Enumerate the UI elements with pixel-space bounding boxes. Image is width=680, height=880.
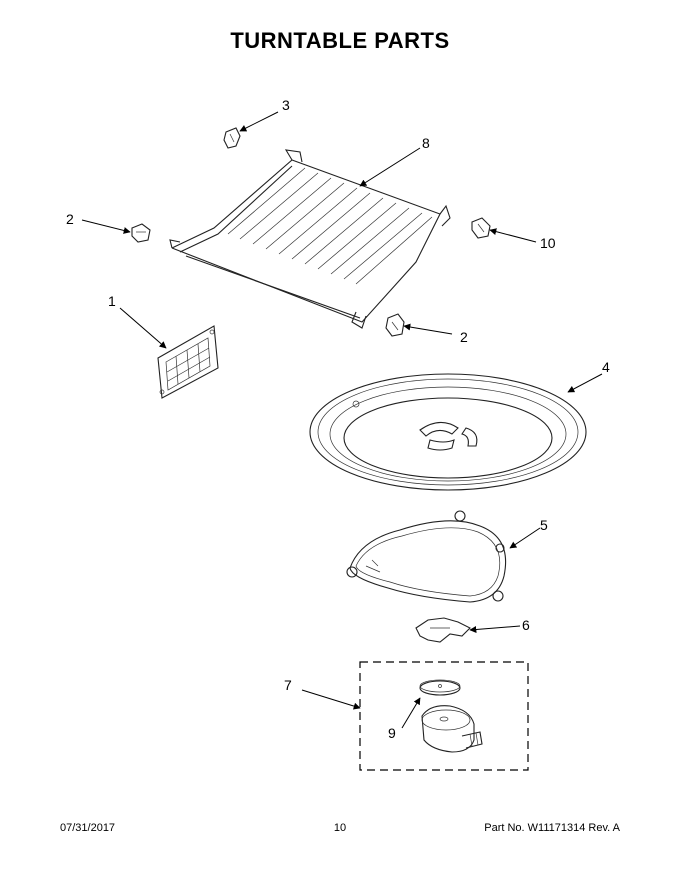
callout-4: 4 <box>602 359 610 375</box>
callout-5: 5 <box>540 517 548 533</box>
rack-support-lower-2[interactable] <box>385 313 405 337</box>
motor-disc-part[interactable] <box>419 679 461 696</box>
coupler-part[interactable] <box>415 617 471 643</box>
callout-7: 7 <box>284 677 292 693</box>
callout-8: 8 <box>422 135 430 151</box>
wire-rack-part[interactable] <box>169 149 451 329</box>
roller-ring-part[interactable] <box>346 510 507 603</box>
callout-10: 10 <box>540 235 556 251</box>
rack-support-10[interactable] <box>471 217 491 239</box>
callout-2-lower: 2 <box>460 329 468 345</box>
waveguide-cover-part[interactable] <box>157 325 219 399</box>
page-title: TURNTABLE PARTS <box>230 28 450 53</box>
turntable-motor-part[interactable] <box>421 705 483 753</box>
turntable-tray-part[interactable] <box>309 373 587 491</box>
callout-1: 1 <box>108 293 116 309</box>
footer-part-number: Part No. W11171314 Rev. A <box>484 822 620 834</box>
callout-2-left: 2 <box>66 211 74 227</box>
footer-date: 07/31/2017 <box>60 822 116 834</box>
rack-support-clip-3[interactable] <box>223 127 241 149</box>
callout-3: 3 <box>282 97 290 113</box>
motor-kit-box[interactable] <box>359 661 529 771</box>
callout-6: 6 <box>522 617 530 633</box>
footer-page-number: 10 <box>333 822 347 834</box>
leader-lines <box>81 111 603 729</box>
rack-support-left-2[interactable] <box>131 223 151 243</box>
callout-9: 9 <box>388 725 396 741</box>
